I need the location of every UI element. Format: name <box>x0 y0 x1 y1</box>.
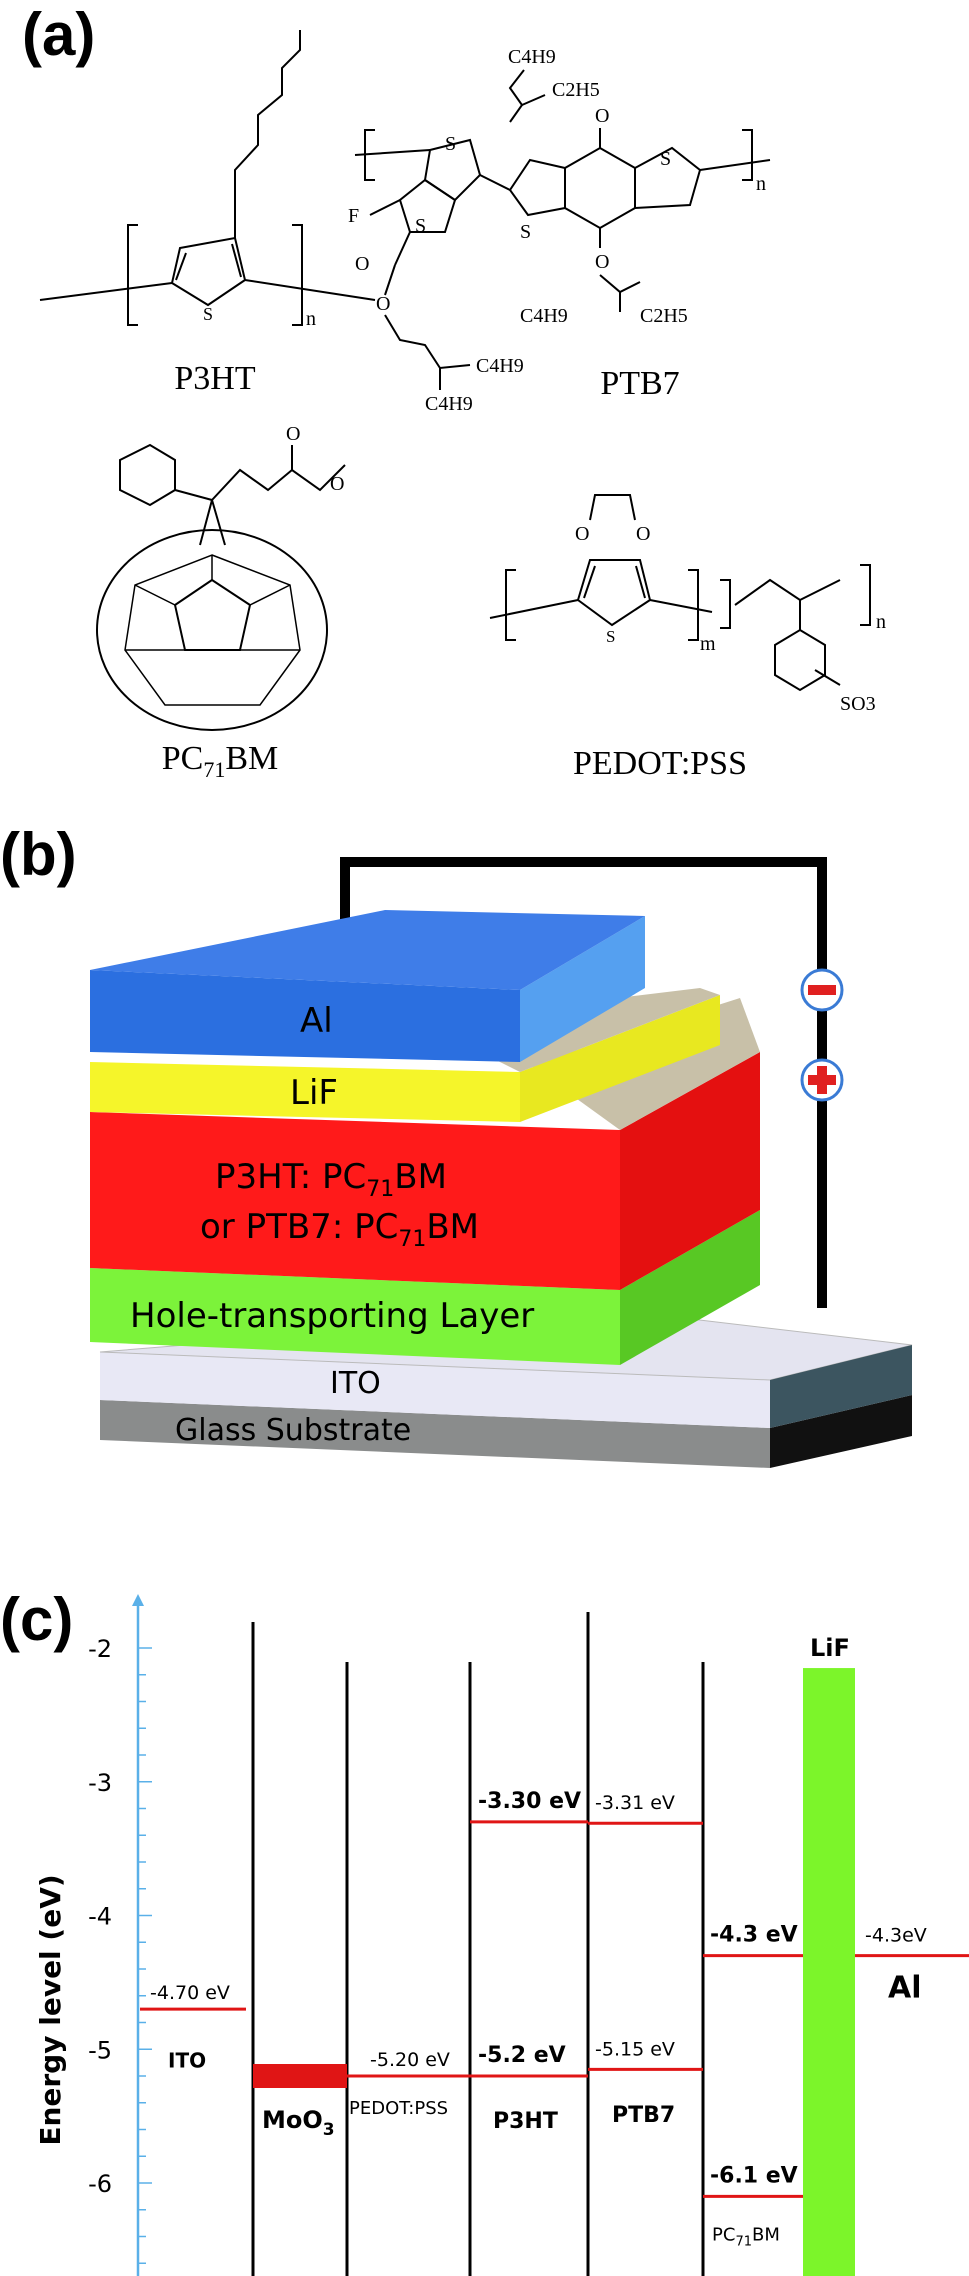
name-pedot: PEDOT:PSS <box>349 2098 448 2119</box>
energy-diagram: Energy level (eV) -2 -3 -4 -5 -6 -4.70 eV -5.… <box>34 1594 969 2276</box>
htl-label: Hole-transporting Layer <box>130 1296 534 1336</box>
active-label-line1: P3HT: PC71BM <box>215 1157 447 1202</box>
svg-text:C4H9: C4H9 <box>520 305 568 327</box>
svg-text:O: O <box>636 523 650 545</box>
svg-text:n: n <box>876 611 886 633</box>
svg-text:C4H9: C4H9 <box>425 393 473 415</box>
svg-text:C2H5: C2H5 <box>552 79 600 101</box>
pedot-structure: O O S m n SO3 <box>489 494 886 715</box>
svg-text:O: O <box>376 293 390 315</box>
pedot-name: PEDOT:PSS <box>572 745 748 782</box>
svg-text:F: F <box>348 205 359 227</box>
pc71bm-name: PC71BM <box>161 740 279 782</box>
ptb7-name: PTB7 <box>600 365 680 402</box>
lif-bar <box>803 1668 855 2276</box>
svg-text:S: S <box>660 148 671 170</box>
ito-layer <box>100 1352 770 1428</box>
svg-text:n: n <box>756 173 766 195</box>
y-tick-label: -3 <box>88 1769 112 1797</box>
svg-text:S: S <box>606 627 615 646</box>
energy-value-label: -3.31 eV <box>595 1792 675 1814</box>
panel-label-b: (b) <box>0 821 77 888</box>
device-diagram: Al LiF P3HT: PC71BM or PTB7: PC71BM Hole… <box>90 857 913 1468</box>
al-label: Al <box>300 1001 333 1041</box>
y-axis-label: Energy level (eV) <box>34 1874 67 2145</box>
panel-label-c: (c) <box>0 1586 74 1653</box>
active-label-line2: or PTB7: PC71BM <box>200 1207 479 1252</box>
p3ht-name: P3HT <box>174 360 256 397</box>
svg-text:C4H9: C4H9 <box>476 355 524 377</box>
svg-text:S: S <box>445 133 456 155</box>
svg-text:O: O <box>330 473 344 495</box>
name-ito: ITO <box>168 2048 206 2072</box>
pc71bm-structure: O O <box>96 423 346 731</box>
y-tick-label: -6 <box>88 2170 112 2198</box>
svg-text:SO3: SO3 <box>840 693 876 715</box>
svg-text:S: S <box>415 215 426 237</box>
svg-text:O: O <box>595 105 609 127</box>
energy-value-label: -4.3eV <box>865 1925 927 1947</box>
name-moo3: MoO3 <box>262 2106 335 2140</box>
energy-levels: -4.70 eV -5.20 eV -3.30 eV -5.2 eV -3.31 eV -… <box>140 1668 969 2276</box>
ito-label: ITO <box>330 1366 381 1401</box>
energy-value-label: -4.3 eV <box>710 1923 798 1948</box>
energy-value-label: -3.30 eV <box>478 1789 581 1814</box>
svg-text:O: O <box>595 251 609 273</box>
active-layer <box>90 1112 620 1290</box>
energy-value-label: -4.70 eV <box>150 1982 230 2004</box>
moo3-level <box>253 2064 347 2088</box>
p3ht-n: n <box>306 308 316 330</box>
htl-layer <box>90 1268 620 1365</box>
column-separators <box>251 1610 934 2276</box>
name-pc71bm: PC71BM <box>712 2224 780 2249</box>
y-tick-label: -4 <box>88 1903 112 1931</box>
name-lif: LiF <box>810 1634 850 1662</box>
al-layer <box>90 970 520 1062</box>
svg-text:O: O <box>355 253 369 275</box>
svg-text:S: S <box>520 221 531 243</box>
energy-value-label: -5.20 eV <box>370 2049 450 2071</box>
glass-label: Glass Substrate <box>175 1413 411 1448</box>
positive-terminal <box>800 1058 844 1102</box>
y-axis-arrow <box>132 1594 144 1606</box>
svg-text:C4H9: C4H9 <box>508 46 556 68</box>
svg-text:O: O <box>575 523 589 545</box>
name-ptb7: PTB7 <box>612 2103 675 2128</box>
energy-value-label: -5.2 eV <box>478 2043 566 2068</box>
negative-terminal <box>800 968 844 1012</box>
y-axis: -2 -3 -4 -5 -6 <box>88 1594 152 2276</box>
lif-label: LiF <box>290 1073 338 1113</box>
panel-label-a: (a) <box>22 1 96 68</box>
svg-text:m: m <box>700 633 716 655</box>
name-p3ht: P3HT <box>493 2109 558 2134</box>
ptb7-structure: C4H9 C2H5 O S S O C4H9 C2H5 S S F O O C4… <box>348 46 771 415</box>
y-tick-label: -5 <box>88 2036 112 2064</box>
y-tick-label: -2 <box>88 1635 112 1663</box>
svg-text:O: O <box>286 423 300 445</box>
p3ht-structure: S n C4H9 C2H5 O S S O C4H9 C2H5 S S F O … <box>39 30 886 731</box>
svg-text:C2H5: C2H5 <box>640 305 688 327</box>
name-al: Al <box>888 1971 922 2006</box>
p3ht-s: S <box>203 304 213 324</box>
lif-layer <box>90 1062 520 1122</box>
glass-layer <box>100 1400 770 1468</box>
energy-value-label: -5.15 eV <box>595 2038 675 2060</box>
energy-value-label: -6.1 eV <box>710 2163 798 2188</box>
